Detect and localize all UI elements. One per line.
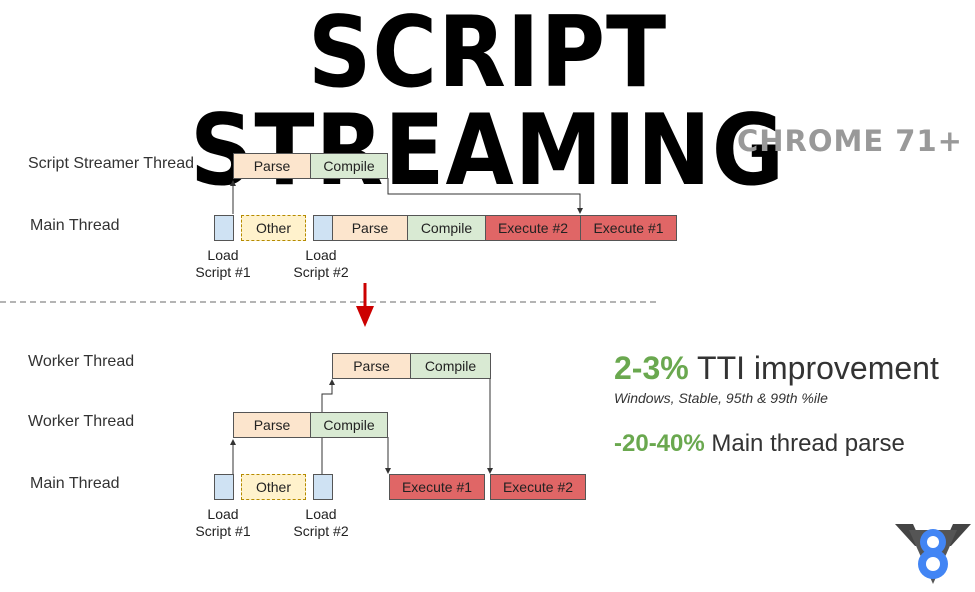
top-streamer-compile-block: Compile — [310, 153, 388, 179]
worker2-compile-block: Compile — [310, 412, 388, 438]
tti-stat: 2-3% TTI improvement — [614, 350, 939, 387]
top-load-script2-label: Load Script #2 — [293, 247, 349, 280]
bottom-execute2-block: Execute #2 — [490, 474, 586, 500]
main-thread-label: Main Thread — [30, 217, 120, 234]
top-compile-to-execute-arrow — [387, 178, 583, 214]
transition-arrow-head — [356, 306, 374, 327]
top-streamer-parse-block: Parse — [233, 153, 311, 179]
worker-thread-2-label: Worker Thread — [28, 413, 135, 430]
worker1-compile-block: Compile — [410, 353, 491, 379]
worker1-parse-block: Parse — [332, 353, 411, 379]
top-execute1-block: Execute #1 — [580, 215, 677, 241]
top-load-script1-block — [214, 215, 234, 241]
streamer-thread-label: Script Streamer Thread — [28, 155, 194, 172]
tti-note: Windows, Stable, 95th & 99th %ile — [614, 390, 828, 406]
worker-thread-1-label: Worker Thread — [28, 353, 135, 370]
parse-text: Main thread parse — [704, 430, 905, 457]
top-main-compile-block: Compile — [407, 215, 486, 241]
bottom-load-script1-label: Load Script #1 — [195, 506, 251, 539]
bottom-load-script2-label: Load Script #2 — [293, 506, 349, 539]
tti-text: TTI improvement — [688, 350, 939, 386]
page-subtitle: CHROME 71+ — [737, 124, 963, 158]
bottom-execute1-block: Execute #1 — [389, 474, 485, 500]
worker2-parse-block: Parse — [233, 412, 311, 438]
top-load-script1-label: Load Script #1 — [195, 247, 251, 280]
top-load-script2-block — [313, 215, 333, 241]
page-title: SCRIPT STREAMING — [189, 0, 786, 208]
top-execute2-block: Execute #2 — [485, 215, 581, 241]
top-other-block: Other — [241, 215, 306, 241]
tti-value: 2-3% — [614, 350, 689, 386]
bottom-load-script2-block — [313, 474, 333, 500]
parse-stat: -20-40% Main thread parse — [614, 430, 905, 458]
v8-logo-icon — [895, 524, 971, 584]
bottom-load-script1-block — [214, 474, 234, 500]
top-main-parse-block: Parse — [332, 215, 408, 241]
bottom-main-thread-label: Main Thread — [30, 475, 120, 492]
parse-value: -20-40% — [614, 430, 705, 457]
bottom-other-block: Other — [241, 474, 306, 500]
